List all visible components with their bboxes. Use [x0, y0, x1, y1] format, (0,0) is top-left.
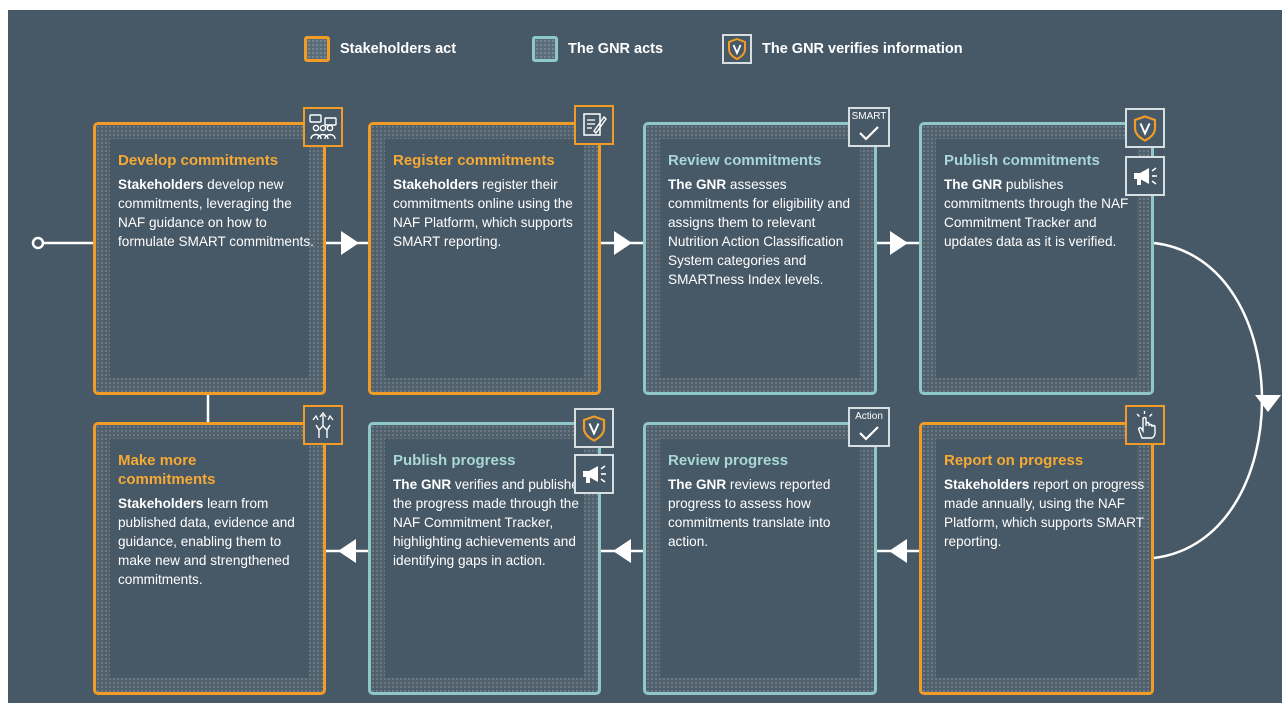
step-description: The GNR publishes commitments through th… — [944, 175, 1145, 251]
connector-4-5-curve — [1153, 241, 1264, 560]
legend-stakeholders-label: Stakeholders act — [340, 41, 457, 57]
step-body-text: report on progress made annually, using … — [944, 477, 1145, 549]
step-actor: Stakeholders — [944, 477, 1030, 492]
card-panel — [110, 139, 309, 378]
step-description: Stakeholders register their commitments … — [393, 175, 592, 251]
arrow-7-8 — [338, 539, 356, 563]
people-discussion-icon — [303, 107, 343, 147]
legend-stakeholders: Stakeholders act — [304, 32, 456, 66]
smart-check-icon: SMART — [848, 107, 890, 147]
step-actor: The GNR — [393, 477, 452, 492]
step-actor: Stakeholders — [393, 177, 479, 192]
legend-gnr: The GNR acts — [532, 32, 663, 66]
card-panel — [385, 139, 584, 378]
arrow-1-2 — [341, 231, 359, 255]
step-title: Register commitments — [393, 152, 555, 169]
legend-teal-swatch — [532, 36, 558, 62]
step-actor: The GNR — [668, 177, 727, 192]
step-register-commitments: Register commitments Stakeholders regist… — [368, 122, 601, 395]
step-review-commitments: Review commitments The GNR assesses comm… — [643, 122, 877, 395]
document-edit-icon — [574, 105, 614, 145]
step-actor: The GNR — [668, 477, 727, 492]
step-description: Stakeholders develop new commitments, le… — [118, 175, 317, 251]
card-panel — [385, 439, 584, 678]
step-title: Publish commitments — [944, 152, 1100, 169]
step-body-text: publishes commitments through the NAF Co… — [944, 177, 1129, 249]
shield-icon — [722, 34, 752, 64]
card-panel — [110, 439, 309, 678]
megaphone-icon — [1125, 156, 1165, 196]
arrow-4-5 — [1255, 395, 1281, 412]
card-panel — [936, 439, 1137, 678]
step-publish-commitments: Publish commitments The GNR publishes co… — [919, 122, 1154, 395]
step-report-on-progress: Report on progress Stakeholders report o… — [919, 422, 1154, 695]
hand-growth-icon — [303, 405, 343, 445]
step-body-text: verifies and publishes the progress made… — [393, 477, 586, 568]
step-body-text: assesses commitments for eligibility and… — [668, 177, 851, 287]
legend-verifies: The GNR verifies information — [722, 32, 963, 66]
step-body-text: develop new commitments, leveraging the … — [118, 177, 314, 249]
step-description: The GNR reviews reported progress to ass… — [668, 475, 868, 551]
card-panel — [936, 139, 1137, 378]
action-caption: Action — [855, 411, 883, 422]
shield-icon — [1125, 108, 1165, 148]
arrow-3-4 — [890, 231, 908, 255]
arrow-6-7 — [613, 539, 631, 563]
step-description: The GNR assesses commitments for eligibi… — [668, 175, 868, 289]
legend-orange-swatch — [304, 36, 330, 62]
step-body-text: register their commitments online using … — [393, 177, 573, 249]
step-title: Report on progress — [944, 452, 1084, 469]
step-actor: The GNR — [944, 177, 1003, 192]
step-develop-commitments: Develop commitments Stakeholders develop… — [93, 122, 326, 395]
step-title: Develop commitments — [118, 152, 279, 169]
step-title: Make more commitments — [118, 452, 216, 488]
step-publish-progress: Publish progress The GNR verifies and pu… — [368, 422, 601, 695]
step-body-text: reviews reported progress to assess how … — [668, 477, 831, 549]
step-title: Publish progress — [393, 452, 516, 469]
step-title: Review progress — [668, 452, 789, 469]
step-actor: Stakeholders — [118, 496, 204, 511]
arrow-5-6 — [889, 539, 907, 563]
action-check-icon: Action — [848, 407, 890, 447]
card-panel — [660, 439, 860, 678]
flow-connectors — [31, 231, 1281, 563]
step-make-more-commitments: Make more commitments Stakeholders learn… — [93, 422, 326, 695]
shield-icon — [574, 408, 614, 448]
step-description: Stakeholders report on progress made ann… — [944, 475, 1145, 551]
step-review-progress: Review progress The GNR reviews reported… — [643, 422, 877, 695]
step-description: The GNR verifies and publishes the progr… — [393, 475, 592, 570]
diagram-canvas: Stakeholders act The GNR acts The GNR ve… — [8, 10, 1282, 703]
step-actor: Stakeholders — [118, 177, 204, 192]
legend-verifies-label: The GNR verifies information — [762, 41, 963, 57]
smart-caption: SMART — [851, 111, 887, 122]
hand-tap-icon — [1125, 405, 1165, 445]
card-panel — [660, 139, 860, 378]
arrow-2-3 — [614, 231, 632, 255]
legend-gnr-label: The GNR acts — [568, 41, 664, 57]
step-description: Stakeholders learn from published data, … — [118, 494, 317, 589]
megaphone-icon — [574, 454, 614, 494]
step-title: Review commitments — [668, 152, 822, 169]
step-body-text: learn from published data, evidence and … — [118, 496, 295, 587]
start-node — [31, 236, 45, 250]
